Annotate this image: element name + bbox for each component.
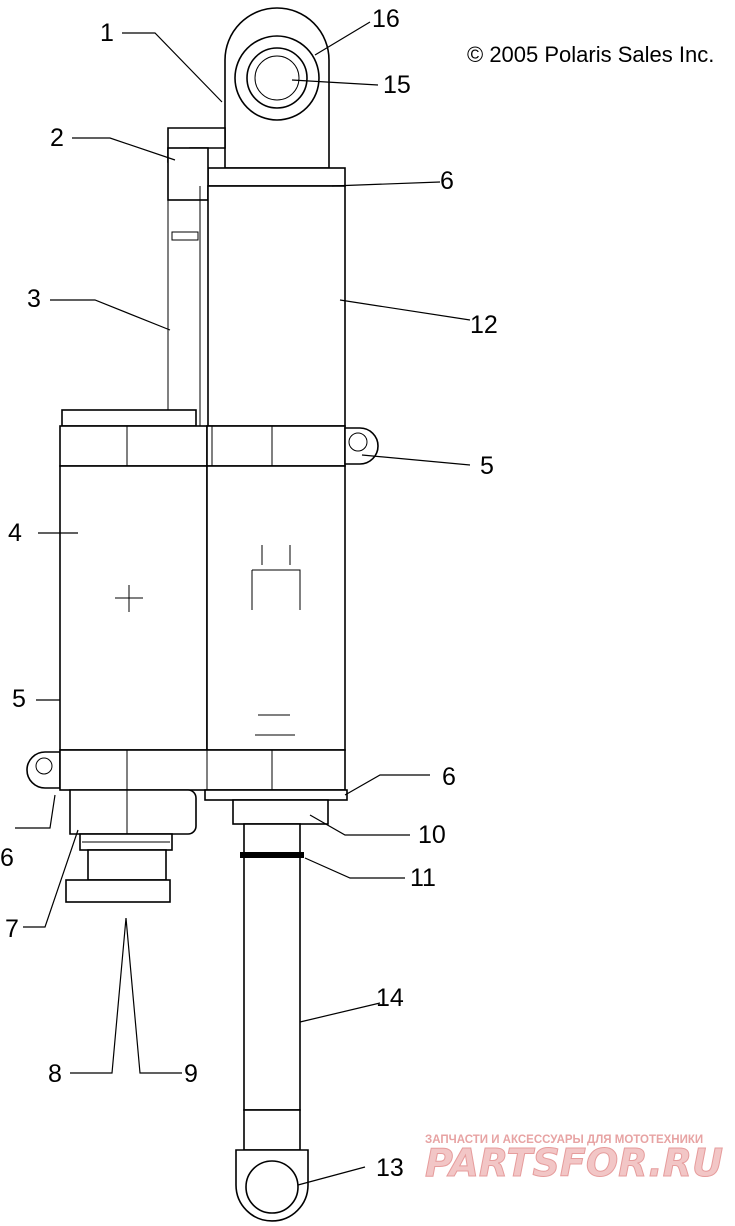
watermark-logo: PARTSFOR.RU — [425, 1141, 723, 1185]
callout-6-right: 6 — [442, 763, 456, 791]
callout-1: 1 — [100, 19, 114, 47]
top-cap — [207, 167, 346, 187]
callout-3: 3 — [27, 285, 41, 313]
leader-lines — [15, 21, 471, 1186]
callout-11: 11 — [410, 864, 436, 892]
callout-labels: 1 2 3 4 5 5 6 6 6 7 8 9 10 11 12 13 14 1… — [0, 5, 498, 1182]
callout-6-left: 6 — [0, 844, 14, 872]
callout-2: 2 — [50, 124, 64, 152]
retaining-clip-top — [344, 427, 379, 465]
callout-5-lower: 5 — [12, 685, 26, 713]
piston-rod — [240, 823, 304, 1111]
reservoir-end-cap — [65, 789, 197, 903]
callout-7: 7 — [5, 915, 19, 943]
callout-9: 9 — [184, 1060, 198, 1088]
watermark-tagline: ЗАПЧАСТИ И АКСЕССУАРЫ ДЛЯ МОТОТЕХНИКИ — [425, 1134, 703, 1146]
callout-4: 4 — [8, 519, 22, 547]
callout-8: 8 — [48, 1060, 62, 1088]
body-clamp-band — [206, 425, 346, 751]
retaining-clip-bottom — [26, 751, 61, 789]
top-eye-mount — [224, 7, 330, 169]
callout-6-top: 6 — [440, 167, 454, 195]
copyright-notice: © 2005 Polaris Sales Inc. — [467, 42, 714, 67]
callout-10: 10 — [418, 821, 446, 849]
seal-head — [204, 789, 348, 825]
callout-12: 12 — [470, 311, 498, 339]
watermark: ЗАПЧАСТИ И АКСЕССУАРЫ ДЛЯ МОТОТЕХНИКИ PA… — [425, 1134, 724, 1186]
callout-13: 13 — [376, 1154, 404, 1182]
callout-14: 14 — [376, 984, 404, 1012]
callout-5-upper: 5 — [480, 452, 494, 480]
lower-band — [59, 749, 346, 791]
reservoir-canister — [59, 409, 208, 751]
bottom-eye-mount — [235, 1109, 309, 1222]
callout-15: 15 — [383, 71, 411, 99]
main-body-cylinder — [199, 185, 346, 750]
callout-16: 16 — [372, 5, 400, 33]
shock-drawing — [26, 7, 379, 1222]
